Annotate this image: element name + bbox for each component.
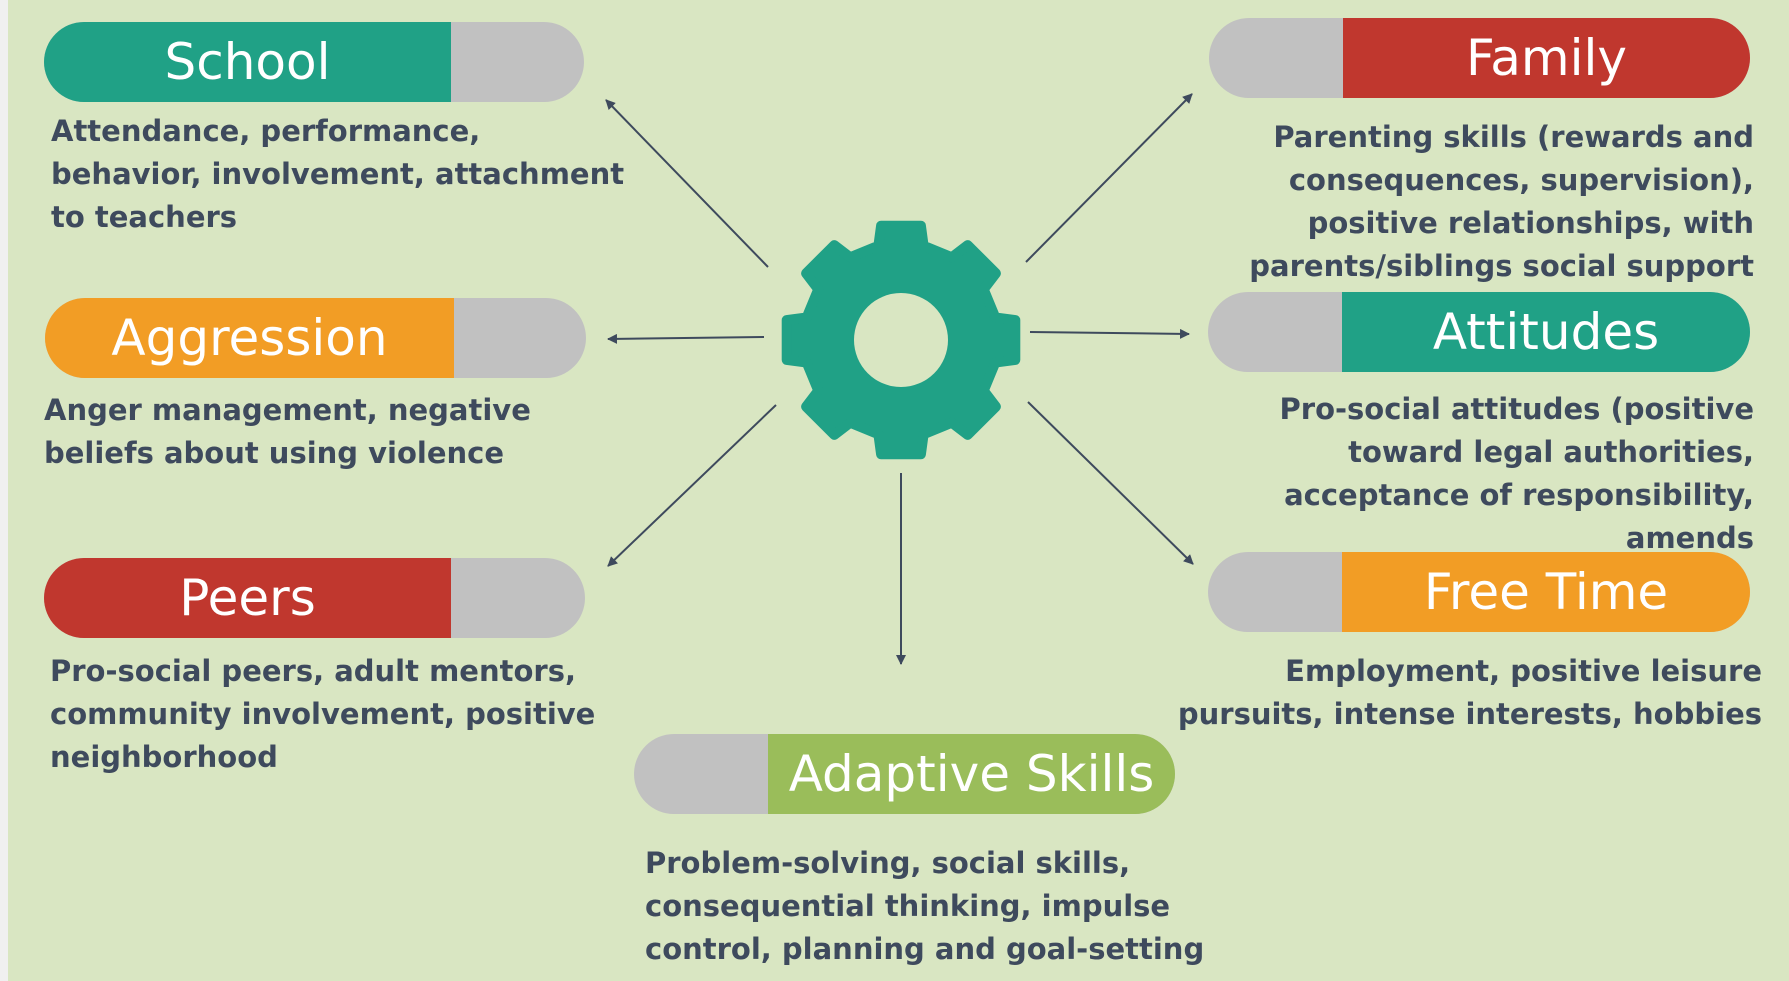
arrow-to-school [605, 99, 769, 268]
pill-peers: Peers [44, 558, 585, 638]
pill-aggression: Aggression [45, 298, 586, 378]
pill-adaptive-skills-title: Adaptive Skills [768, 734, 1175, 814]
desc-line: beliefs about using violence [44, 436, 505, 470]
desc-free-time: Employment, positive leisure pursuits, i… [1178, 650, 1762, 736]
desc-line: Anger management, negative [44, 393, 531, 427]
desc-line: Employment, positive leisure [1285, 654, 1762, 688]
pill-aggression-title: Aggression [45, 298, 454, 378]
gear-icon [781, 220, 1021, 460]
desc-line: positive relationships, with [1307, 206, 1754, 240]
desc-line: Pro-social peers, adult mentors, [50, 654, 576, 688]
desc-adaptive-skills: Problem-solving, social skills, conseque… [645, 842, 1204, 971]
arrow-to-family [1025, 93, 1193, 263]
desc-line: Pro-social attitudes (positive [1279, 392, 1754, 426]
arrow-to-attitudes [1029, 328, 1190, 339]
desc-line: Parenting skills (rewards and [1273, 120, 1754, 154]
arrows-layer [605, 93, 1194, 665]
pill-attitudes: Attitudes [1208, 292, 1750, 372]
desc-school: Attendance, performance, behavior, invol… [51, 110, 624, 239]
pill-attitudes-title: Attitudes [1342, 292, 1750, 372]
desc-line: behavior, involvement, attachment [51, 157, 625, 191]
pill-school: School [44, 22, 584, 102]
desc-peers: Pro-social peers, adult mentors, communi… [50, 650, 595, 779]
desc-line: control, planning and goal-setting [645, 932, 1205, 966]
desc-attitudes: Pro-social attitudes (positive toward le… [1280, 388, 1754, 560]
desc-line: Attendance, performance, [51, 114, 481, 148]
pill-peers-title: Peers [44, 558, 451, 638]
desc-line: parents/siblings social support [1249, 249, 1754, 283]
desc-family: Parenting skills (rewards and consequenc… [1249, 116, 1754, 288]
pill-free-time-title: Free Time [1342, 552, 1750, 632]
desc-line: toward legal authorities, [1348, 435, 1754, 469]
desc-aggression: Anger management, negative beliefs about… [44, 389, 531, 475]
pill-family: Family [1209, 18, 1750, 98]
arrow-to-free-time [1027, 401, 1194, 565]
desc-line: community involvement, positive [50, 697, 596, 731]
desc-line: consequences, supervision), [1288, 163, 1754, 197]
desc-line: Problem-solving, social skills, [645, 846, 1131, 880]
diagram-canvas: School Attendance, performance, behavior… [8, 0, 1789, 981]
desc-line: acceptance of responsibility, [1284, 478, 1754, 512]
desc-line: consequential thinking, impulse [645, 889, 1171, 923]
arrow-to-aggression [607, 333, 765, 344]
pill-family-title: Family [1343, 18, 1750, 98]
pill-adaptive-skills: Adaptive Skills [634, 734, 1175, 814]
gear-hole [854, 293, 948, 387]
desc-line: to teachers [51, 200, 238, 234]
desc-line: amends [1625, 521, 1754, 555]
arrow-to-peers [607, 404, 777, 567]
desc-line: neighborhood [50, 740, 278, 774]
pill-free-time: Free Time [1208, 552, 1750, 632]
desc-line: pursuits, intense interests, hobbies [1177, 697, 1762, 731]
pill-school-title: School [44, 22, 451, 102]
